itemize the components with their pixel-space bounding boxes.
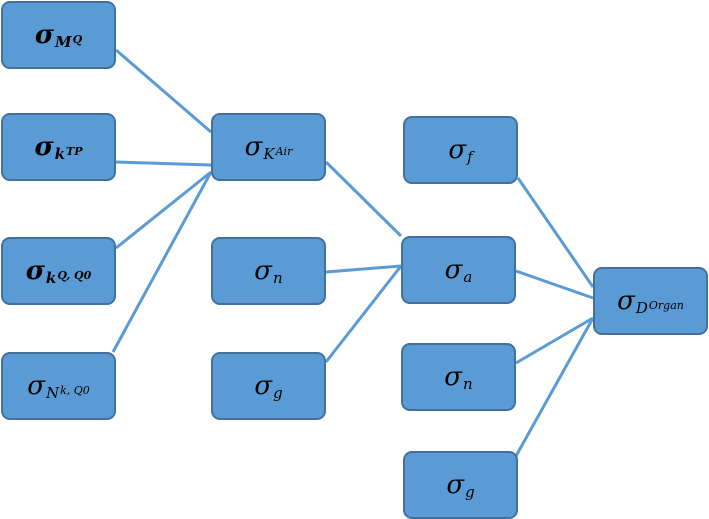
node-subscript: k <box>54 145 66 163</box>
edge-g2-dorgan <box>514 317 595 457</box>
edge-f-dorgan <box>516 177 595 288</box>
node-symbol: σ <box>244 132 263 162</box>
node-symbol: σ <box>448 135 467 165</box>
edge-a-dorgan <box>515 269 594 300</box>
node-subscript: f <box>467 148 473 166</box>
edge-mq-kair <box>115 48 212 134</box>
node-sub-subscript: Q <box>72 32 83 46</box>
edge-kair-a <box>324 160 403 238</box>
edge-nk-kair <box>111 171 213 353</box>
node-subscript: N <box>45 384 60 402</box>
node-symbol: σ <box>27 371 45 401</box>
node-symbol: σ <box>254 256 273 286</box>
node-sub-subscript: Organ <box>648 298 684 312</box>
node-symbol: σ <box>446 470 465 500</box>
node-symbol: σ <box>444 362 463 392</box>
node-symbol: σ <box>34 20 54 50</box>
node-sub-subscript: TP <box>66 144 83 158</box>
node-sub-subscript: Q, Q0 <box>57 268 92 282</box>
node-subscript: k <box>45 269 57 287</box>
node-subscript: n <box>273 269 283 287</box>
edge-kq-kair <box>115 170 212 250</box>
node-subscript: g <box>273 384 283 402</box>
edge-g1-a <box>324 265 403 363</box>
node-subscript: n <box>463 375 473 393</box>
node-symbol: σ <box>617 286 635 316</box>
node-subscript: a <box>463 268 473 286</box>
node-symbol: σ <box>25 256 45 286</box>
node-sub-subscript: Air <box>275 144 293 158</box>
node-symbol: σ <box>444 255 463 285</box>
node-sub-subscript: k, Q0 <box>60 383 90 397</box>
edge-n2-dorgan <box>515 316 594 365</box>
node-subscript: K <box>263 145 275 163</box>
node-symbol: σ <box>254 371 273 401</box>
edge-ktp-kair <box>115 160 212 167</box>
node-subscript: g <box>465 483 475 501</box>
node-subscript: M <box>54 33 72 51</box>
node-symbol: σ <box>34 132 54 162</box>
node-subscript: D <box>635 299 648 317</box>
edge-n1-a <box>325 264 402 274</box>
